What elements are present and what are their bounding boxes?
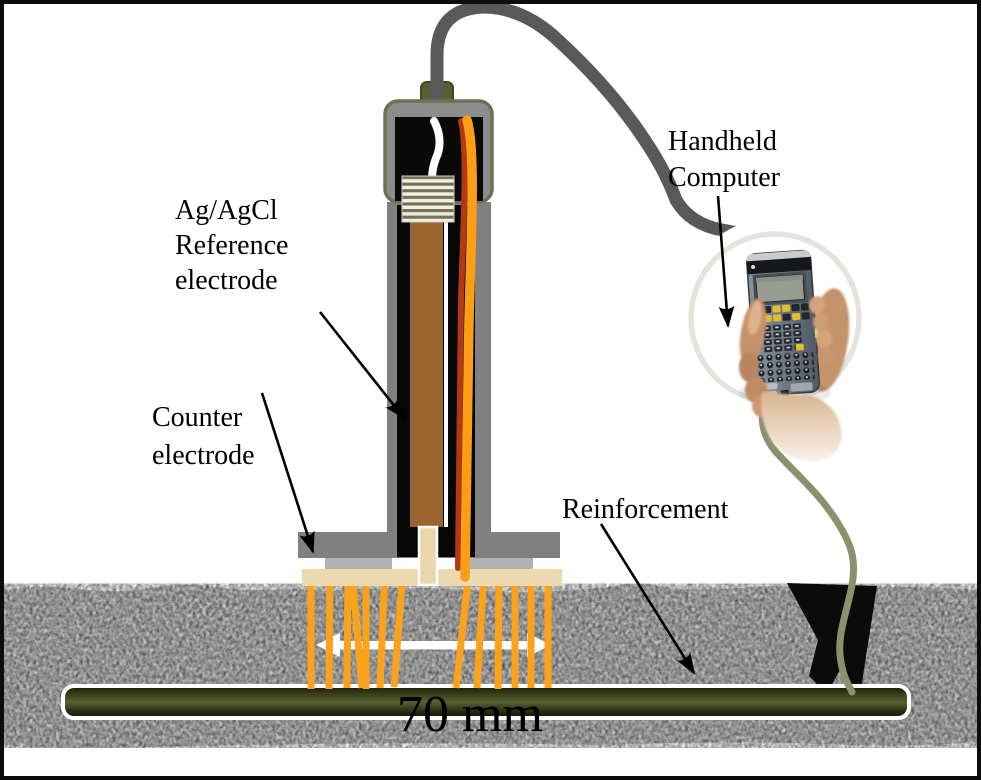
labels: Ag/AgCl Reference electrode Counter elec…: [152, 126, 781, 743]
white-wire: [428, 117, 444, 183]
reference-electrode-core: [410, 222, 443, 527]
device-led: [751, 264, 756, 269]
device-top-band: [746, 256, 812, 275]
orange-wire: [460, 115, 477, 582]
label-handheld-line2: Computer: [668, 162, 781, 193]
handheld-device: [746, 249, 821, 399]
label-handheld-computer: Handheld Computer: [668, 126, 781, 193]
hand: [739, 296, 842, 462]
arrow-to-handheld-computer: [716, 195, 735, 328]
dimension-label: 70 mm: [397, 686, 543, 743]
ground-clamp: [787, 583, 877, 694]
label-reference-electrode: Ag/AgCl Reference electrode: [175, 195, 288, 296]
device-alpha-keys: [762, 322, 805, 354]
spacer-right: [463, 558, 533, 570]
arrow-to-reference-electrode: [318, 311, 406, 420]
wrist: [761, 392, 842, 462]
handheld-cable: [758, 394, 858, 696]
label-counter-electrode: Counter electrode: [152, 402, 255, 471]
annotation-arrows: [260, 195, 735, 675]
label-reference-line3: electrode: [175, 265, 278, 296]
arrow-to-reinforcement: [599, 523, 696, 675]
spacer-left: [325, 558, 392, 570]
handheld-computer: [668, 214, 912, 696]
label-reference-line2: Reference: [175, 230, 288, 261]
ribbed-connector: [401, 175, 455, 223]
arrow-to-counter-electrode: [260, 392, 315, 554]
electrode-gap: [444, 222, 448, 527]
label-reinforcement: Reinforcement: [562, 494, 729, 525]
porous-plug: [417, 525, 439, 587]
counter-electrode-pins: [307, 570, 552, 690]
label-counter-line1: Counter: [152, 402, 243, 433]
label-reference-line1: Ag/AgCl: [175, 195, 278, 226]
label-counter-line2: electrode: [152, 440, 255, 471]
signal-cable: [430, 0, 767, 243]
device-yellow-key: [795, 343, 804, 351]
label-handheld-line1: Handheld: [668, 126, 777, 157]
red-wire: [455, 118, 468, 571]
reinforcement-bar: [61, 684, 911, 720]
device-keypad: [756, 350, 816, 383]
